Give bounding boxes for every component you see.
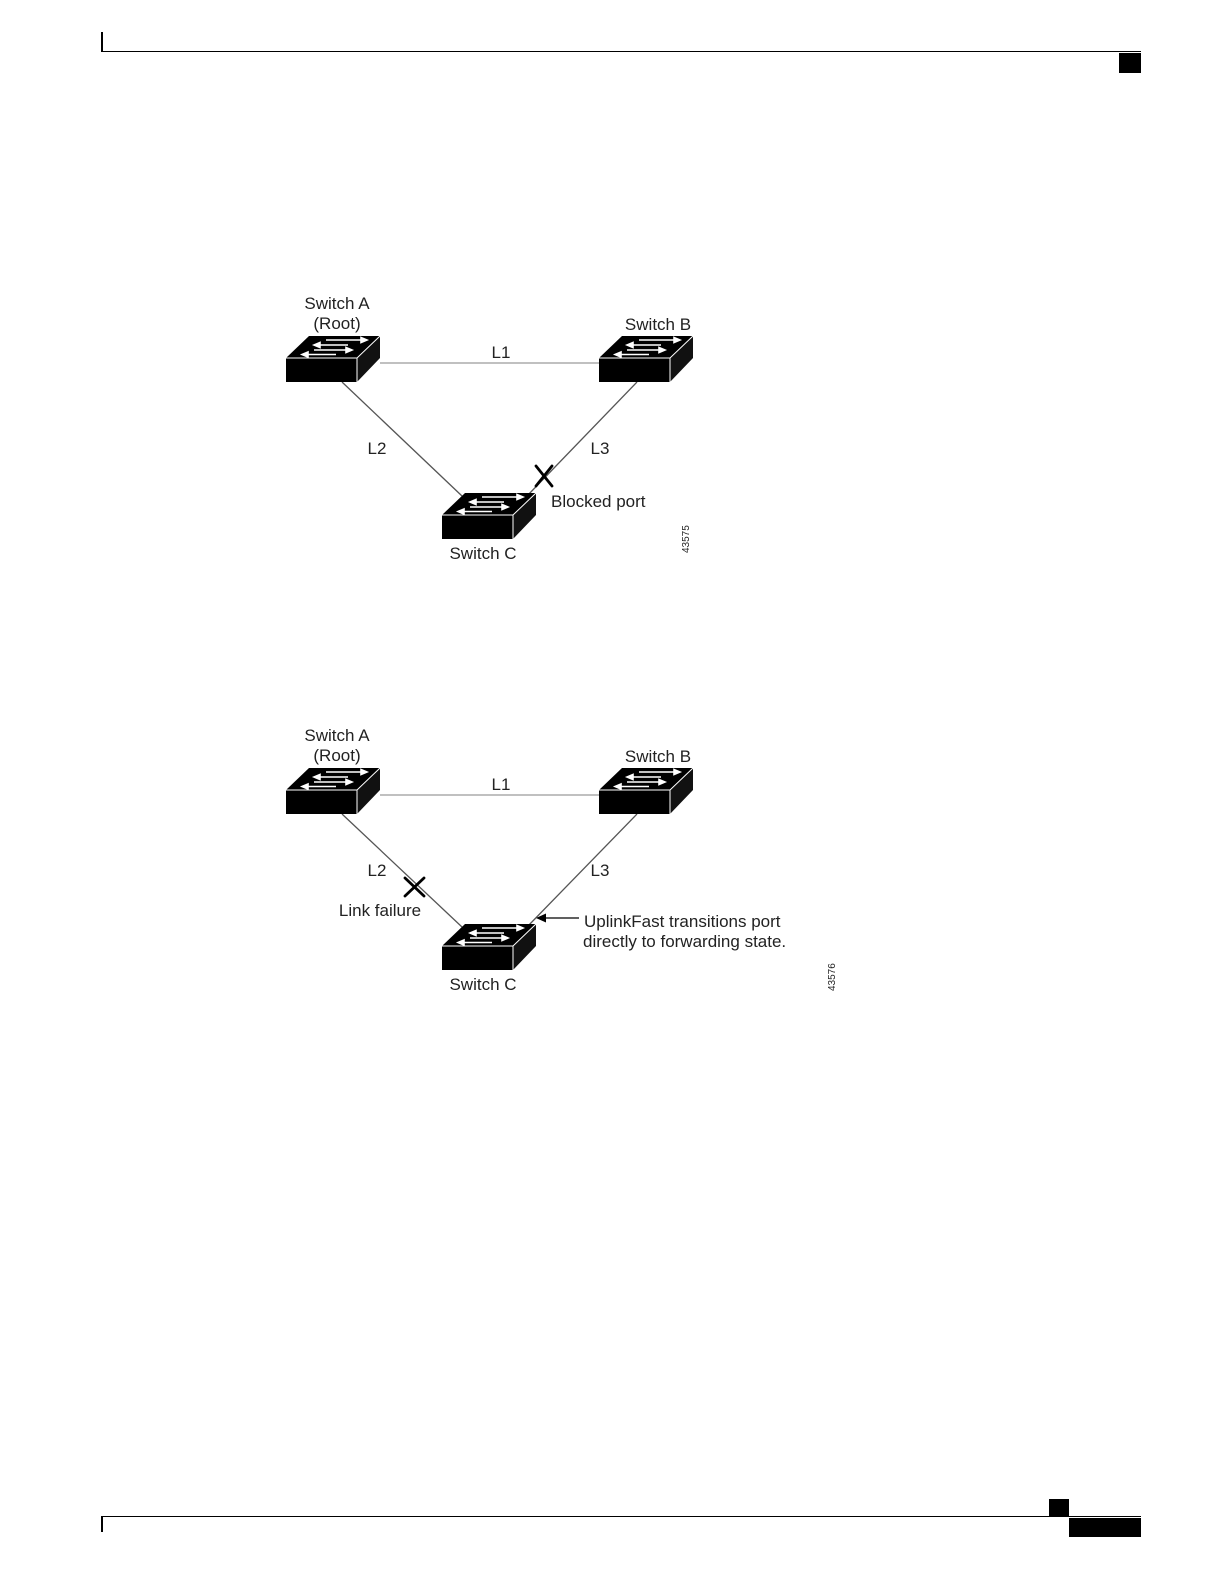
figure-2-switch-a-icon	[286, 768, 380, 814]
figure-1-link-l1-label: L1	[492, 343, 511, 362]
footer-rule	[101, 1516, 1141, 1517]
footer-tab-marker	[1049, 1499, 1069, 1516]
figure-1-topology: Switch A (Root) Switch B Switch C L1 L2 …	[0, 280, 1224, 580]
figure-2-switch-c-label: Switch C	[449, 975, 516, 994]
figure-2-annotation-arrow-icon	[536, 914, 579, 923]
figure-2-link-l3-label: L3	[591, 861, 610, 880]
figure-2-link-failure-x-icon	[405, 878, 424, 896]
figure-2-link-l1-label: L1	[492, 775, 511, 794]
figure-1-switch-a-root-label: (Root)	[313, 314, 360, 333]
footer-rule-tick	[101, 1516, 103, 1532]
figure-2-switch-b-label: Switch B	[625, 747, 691, 766]
figure-1-link-l2-label: L2	[368, 439, 387, 458]
figure-1-blocked-port-x-icon	[536, 466, 552, 486]
figure-1-blocked-port-label: Blocked port	[551, 492, 646, 511]
figure-2-link-l2-label: L2	[368, 861, 387, 880]
figure-2-switch-c-icon	[442, 924, 536, 970]
figure-1-id-number: 43575	[681, 525, 692, 553]
figure-2-switch-a-label: Switch A	[304, 726, 370, 745]
header-rule	[101, 51, 1141, 52]
footer-page-block	[1069, 1518, 1141, 1537]
header-rule-tick	[101, 32, 103, 52]
figure-2-topology: Switch A (Root) Switch B Switch C L1 L2 …	[0, 715, 1224, 1015]
figure-1-link-l3	[527, 382, 637, 496]
figure-2-id-number: 43576	[827, 963, 838, 991]
figure-2-link-l3	[527, 814, 637, 927]
figure-2-uplinkfast-label-line2: directly to forwarding state.	[583, 932, 786, 951]
figure-2-switch-a-root-label: (Root)	[313, 746, 360, 765]
figure-1-link-l2	[342, 382, 462, 496]
figure-1-switch-b-label: Switch B	[625, 315, 691, 334]
figure-1-switch-a-label: Switch A	[304, 294, 370, 313]
figure-2-link-failure-label: Link failure	[339, 901, 421, 920]
figure-1-switch-c-label: Switch C	[449, 544, 516, 563]
figure-1-switch-a-icon	[286, 336, 380, 382]
figure-1-link-l3-label: L3	[591, 439, 610, 458]
figure-1-switch-b-icon	[599, 336, 693, 382]
figure-1-switch-c-icon	[442, 493, 536, 539]
figure-2-uplinkfast-label-line1: UplinkFast transitions port	[584, 912, 781, 931]
header-tab-marker	[1119, 53, 1141, 73]
figure-2-switch-b-icon	[599, 768, 693, 814]
